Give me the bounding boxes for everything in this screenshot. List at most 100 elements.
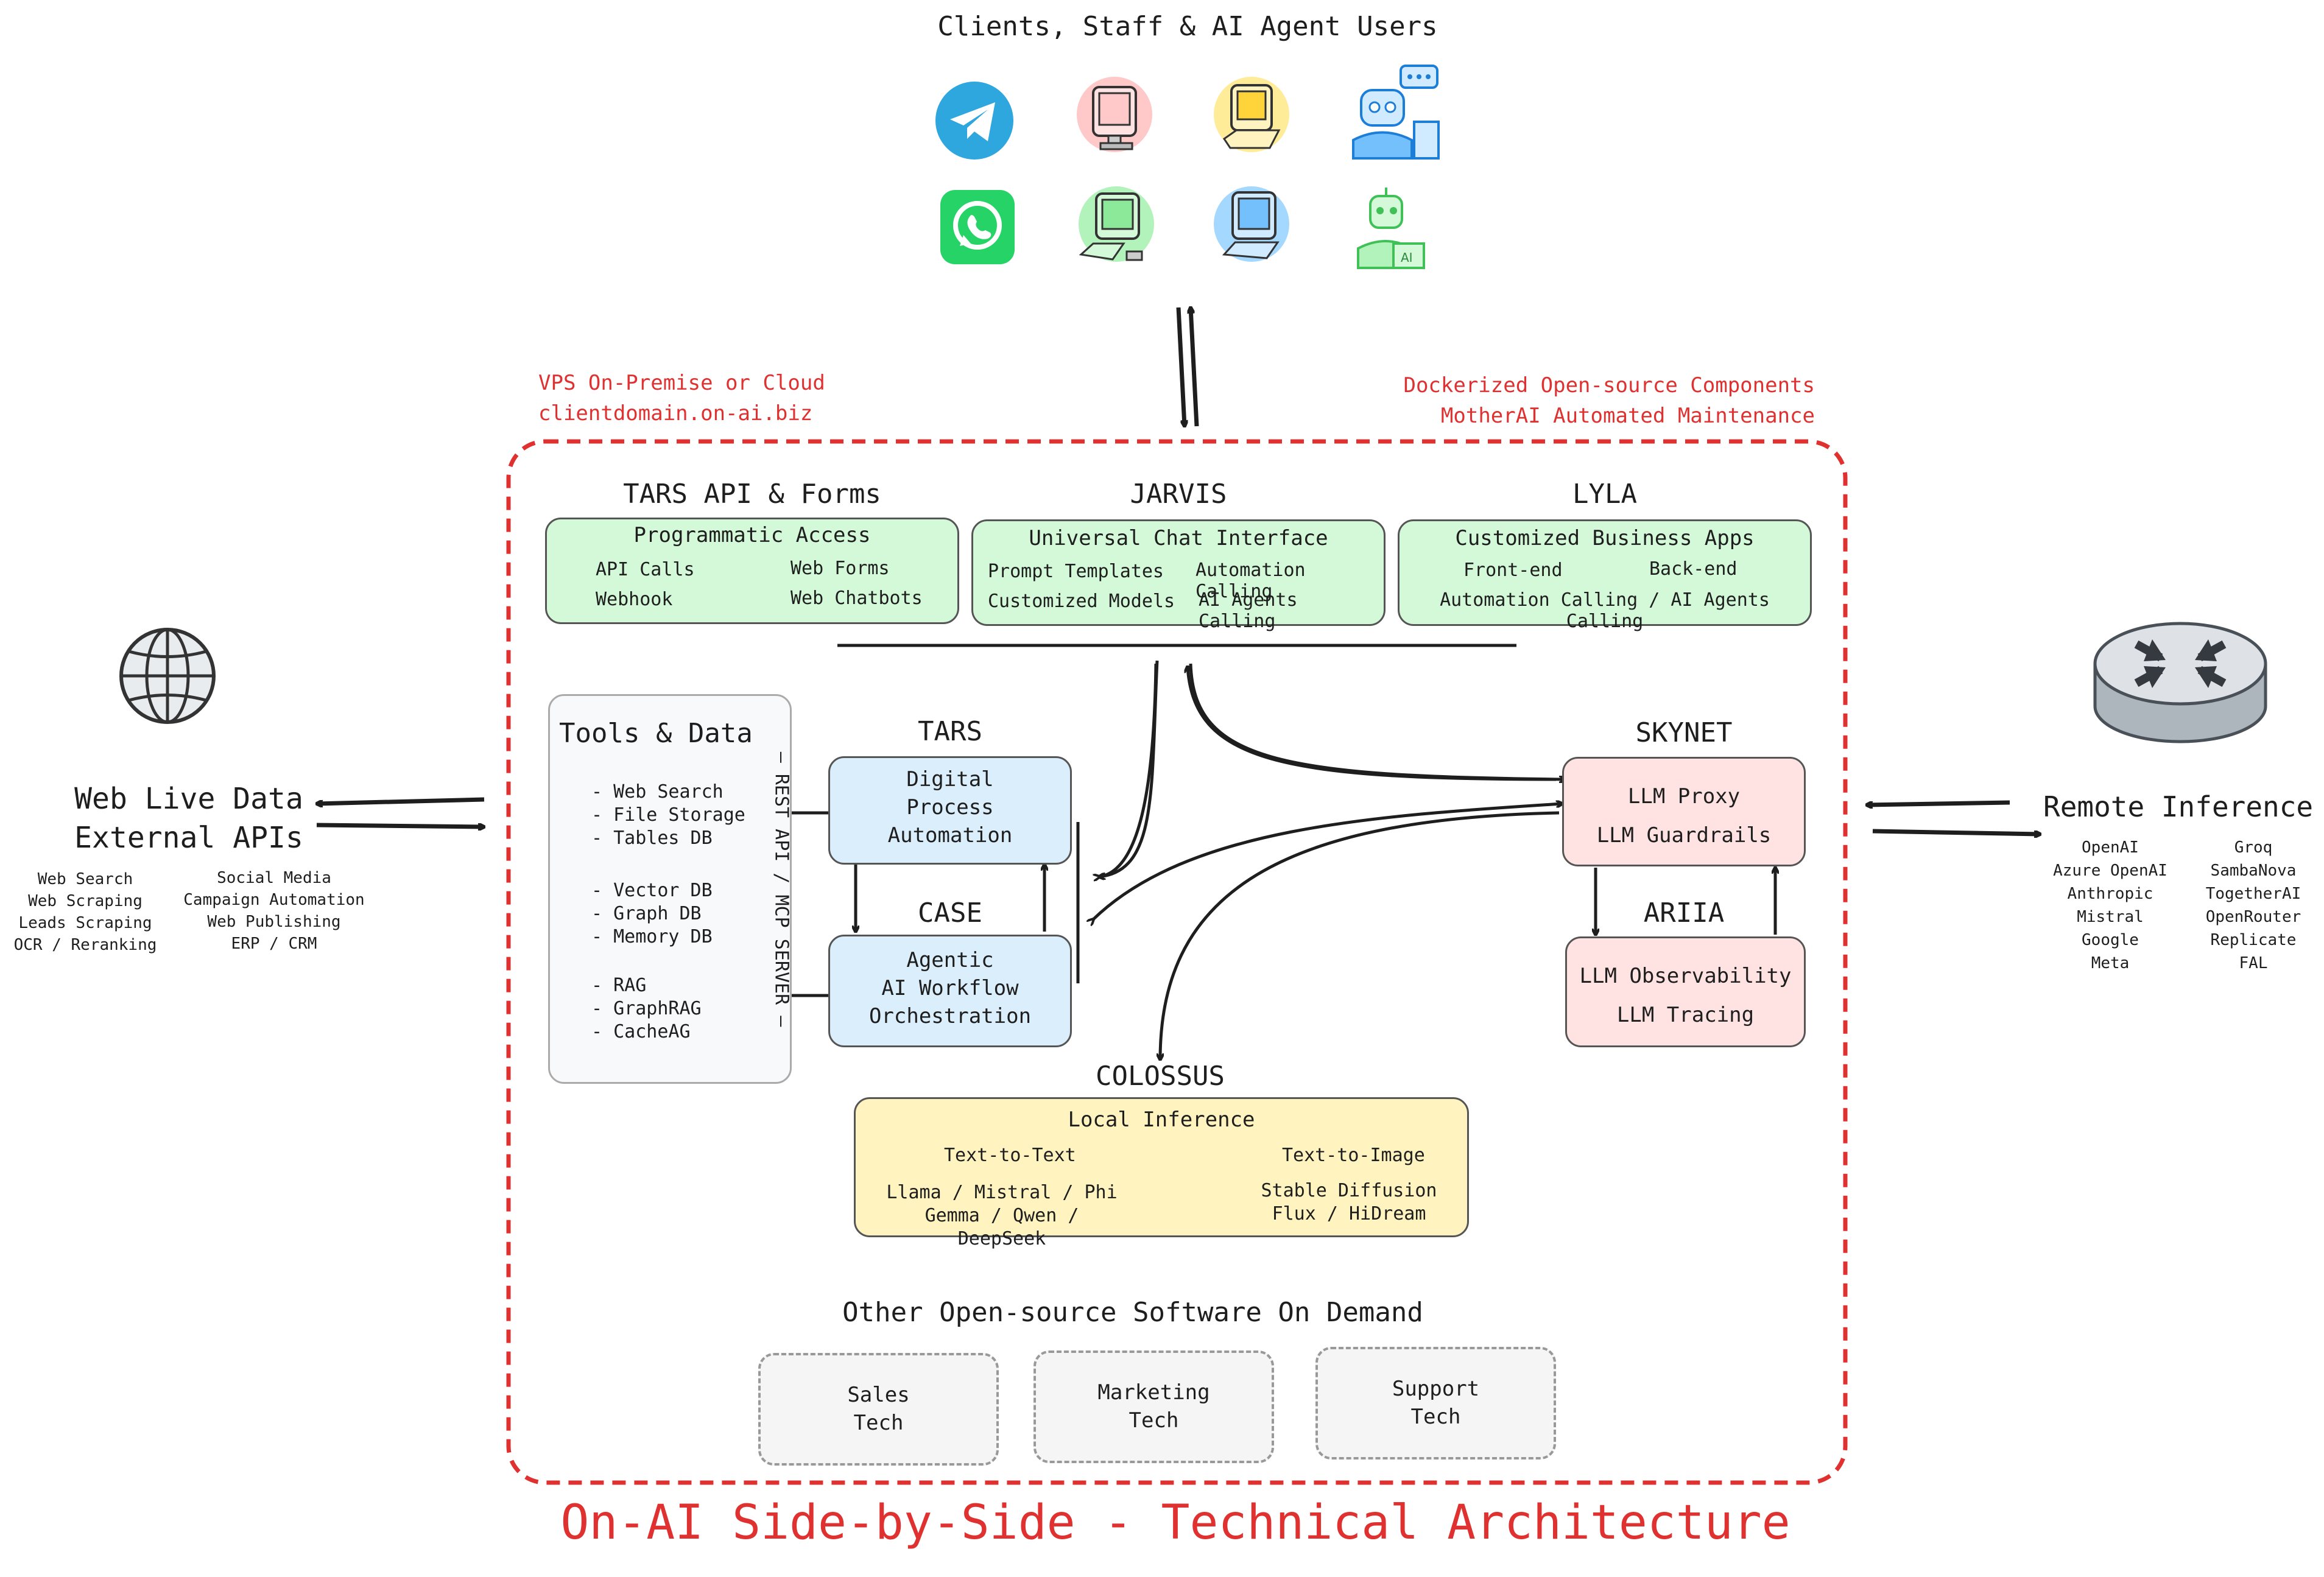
tars-line: Digital bbox=[906, 767, 994, 792]
lyla-item: Front-end bbox=[1463, 560, 1563, 581]
colossus-box[interactable]: Local Inference Text-to-Text Llama / Mis… bbox=[854, 1097, 1469, 1249]
marketing-tech-box[interactable]: Marketing Tech bbox=[1033, 1350, 1274, 1463]
web-data-item: Web Publishing bbox=[207, 913, 341, 931]
case-title: CASE bbox=[918, 897, 982, 929]
tars-api-item: Webhook bbox=[596, 589, 673, 610]
jarvis-title: JARVIS bbox=[1130, 479, 1227, 510]
telegram-icon[interactable] bbox=[932, 78, 1017, 163]
case-line: Orchestration bbox=[868, 1004, 1032, 1028]
workstation-icon bbox=[1206, 181, 1297, 273]
tars-api-title: TARS API & Forms bbox=[623, 479, 881, 510]
docker-label-line1: Dockerized Open-source Components bbox=[1403, 373, 1815, 398]
jarvis-box[interactable]: Universal Chat Interface Prompt Template… bbox=[971, 519, 1386, 632]
tools-data-box[interactable]: Tools & Data - Web Search - File Storage… bbox=[548, 694, 792, 1084]
tars-api-subtitle: Programmatic Access bbox=[633, 523, 871, 547]
jarvis-subtitle: Universal Chat Interface bbox=[1029, 526, 1328, 550]
other-oss-title: Other Open-source Software On Demand bbox=[842, 1297, 1423, 1328]
skynet-line: LLM Guardrails bbox=[1596, 823, 1772, 848]
web-data-item: Web Search bbox=[37, 870, 133, 888]
tars-api-box[interactable]: Programmatic Access API Calls Web Forms … bbox=[545, 518, 959, 624]
lyla-item: Automation Calling / AI Agents Calling bbox=[1440, 589, 1770, 632]
case-line: AI Workflow bbox=[881, 976, 1019, 1000]
web-data-item: Leads Scraping bbox=[18, 914, 152, 932]
vps-container bbox=[506, 439, 1848, 1485]
web-live-data-line: Web Live Data bbox=[74, 782, 303, 816]
provider-item: OpenRouter bbox=[2205, 908, 2301, 926]
ariia-line: LLM Observability bbox=[1579, 964, 1792, 988]
tools-item: - Vector DB bbox=[591, 880, 713, 901]
jarvis-item: Automation Calling bbox=[1195, 560, 1306, 602]
marketing-tech-line: Marketing bbox=[1097, 1380, 1210, 1405]
sales-tech-label: Sales Tech bbox=[761, 1381, 996, 1437]
laptop-icon bbox=[1206, 72, 1297, 163]
tars-api-item: API Calls bbox=[596, 559, 695, 580]
remote-inference-col1: OpenAI Azure OpenAI Anthropic Mistral Go… bbox=[2040, 837, 2180, 975]
monitor-icon bbox=[1069, 72, 1160, 163]
colossus-col1: Llama / Mistral / Phi Gemma / Qwen / Dee… bbox=[880, 1181, 1124, 1251]
tools-item: - GraphRAG bbox=[591, 998, 702, 1019]
skynet-box[interactable]: LLM Proxy LLM Guardrails bbox=[1562, 757, 1806, 866]
tools-group-2: - Vector DB - Graph DB - Memory DB bbox=[591, 880, 713, 949]
desktop-computer-icon bbox=[1069, 181, 1160, 273]
colossus-subtitle: Local Inference bbox=[1068, 1108, 1255, 1132]
ai-robot-icon: AI bbox=[1346, 183, 1431, 274]
case-box[interactable]: Agentic AI Workflow Orchestration bbox=[828, 935, 1072, 1047]
tars-lines: Digital Process Automation bbox=[830, 765, 1070, 849]
remote-inference-col2: Groq SambaNova TogetherAI OpenRouter Rep… bbox=[2186, 837, 2320, 975]
tools-item: - File Storage bbox=[591, 804, 745, 826]
sales-tech-box[interactable]: Sales Tech bbox=[758, 1353, 999, 1466]
support-tech-box[interactable]: Support Tech bbox=[1315, 1347, 1556, 1459]
tools-group-3: - RAG - GraphRAG - CacheAG bbox=[591, 975, 702, 1044]
globe-icon bbox=[116, 624, 219, 728]
tools-item: - Tables DB bbox=[591, 827, 713, 849]
web-live-data-line: External APIs bbox=[74, 821, 303, 855]
tools-group-1: - Web Search - File Storage - Tables DB bbox=[591, 781, 745, 851]
web-data-item: Campaign Automation bbox=[183, 891, 365, 909]
provider-item: Anthropic bbox=[2067, 885, 2153, 903]
lyla-subtitle: Customized Business Apps bbox=[1455, 526, 1755, 550]
sales-tech-line: Tech bbox=[853, 1411, 904, 1435]
tools-item: - Graph DB bbox=[591, 903, 702, 924]
rest-api-mcp-label: — REST API / MCP SERVER — bbox=[770, 751, 792, 1027]
web-data-item: Social Media bbox=[217, 869, 331, 887]
jarvis-item: AI Agents Calling bbox=[1199, 589, 1298, 632]
skynet-title: SKYNET bbox=[1635, 717, 1733, 748]
marketing-tech-label: Marketing Tech bbox=[1036, 1379, 1272, 1435]
remote-inference-title: Remote Inference bbox=[2043, 790, 2314, 823]
docker-label: Dockerized Open-source Components Mother… bbox=[1340, 370, 1815, 431]
ariia-line: LLM Tracing bbox=[1616, 1003, 1755, 1027]
colossus-model: Gemma / Qwen / DeepSeek bbox=[924, 1205, 1079, 1249]
provider-item: SambaNova bbox=[2210, 862, 2297, 880]
router-icon bbox=[2089, 615, 2272, 755]
ariia-title: ARIIA bbox=[1643, 897, 1725, 929]
provider-item: Google bbox=[2082, 931, 2139, 949]
whatsapp-icon[interactable] bbox=[938, 188, 1017, 267]
vps-label-line2: clientdomain.on-ai.biz bbox=[538, 401, 813, 426]
jarvis-item: Customized Models bbox=[988, 591, 1175, 612]
colossus-col2: Stable Diffusion Flux / HiDream bbox=[1245, 1179, 1452, 1226]
tools-item: - Memory DB bbox=[591, 926, 713, 947]
tars-line: Automation bbox=[887, 823, 1013, 848]
robot-agent-icon bbox=[1340, 61, 1443, 164]
tars-box[interactable]: Digital Process Automation bbox=[828, 756, 1072, 865]
provider-item: Azure OpenAI bbox=[2053, 862, 2167, 880]
tars-api-item: Web Forms bbox=[791, 558, 890, 579]
marketing-tech-line: Tech bbox=[1129, 1408, 1179, 1433]
web-data-item: OCR / Reranking bbox=[13, 936, 157, 954]
ariia-box[interactable]: LLM Observability LLM Tracing bbox=[1565, 936, 1806, 1047]
tools-data-title: Tools & Data bbox=[559, 718, 753, 749]
support-tech-line: Support bbox=[1392, 1377, 1480, 1401]
support-tech-label: Support Tech bbox=[1318, 1375, 1554, 1431]
colossus-model: Stable Diffusion bbox=[1261, 1180, 1437, 1201]
web-data-col2: Social Media Campaign Automation Web Pub… bbox=[177, 867, 371, 955]
vps-label: VPS On-Premise or Cloud clientdomain.on-… bbox=[538, 368, 825, 429]
docker-label-line2: MotherAI Automated Maintenance bbox=[1440, 404, 1815, 428]
web-data-col1: Web Search Web Scraping Leads Scraping O… bbox=[6, 868, 164, 956]
lyla-box[interactable]: Customized Business Apps Front-end Back-… bbox=[1398, 519, 1812, 632]
web-data-item: Web Scraping bbox=[28, 892, 143, 910]
users-title: Clients, Staff & AI Agent Users bbox=[937, 11, 1438, 42]
provider-item: Groq bbox=[2234, 838, 2273, 857]
support-tech-line: Tech bbox=[1410, 1405, 1461, 1429]
lyla-title: LYLA bbox=[1572, 479, 1637, 510]
